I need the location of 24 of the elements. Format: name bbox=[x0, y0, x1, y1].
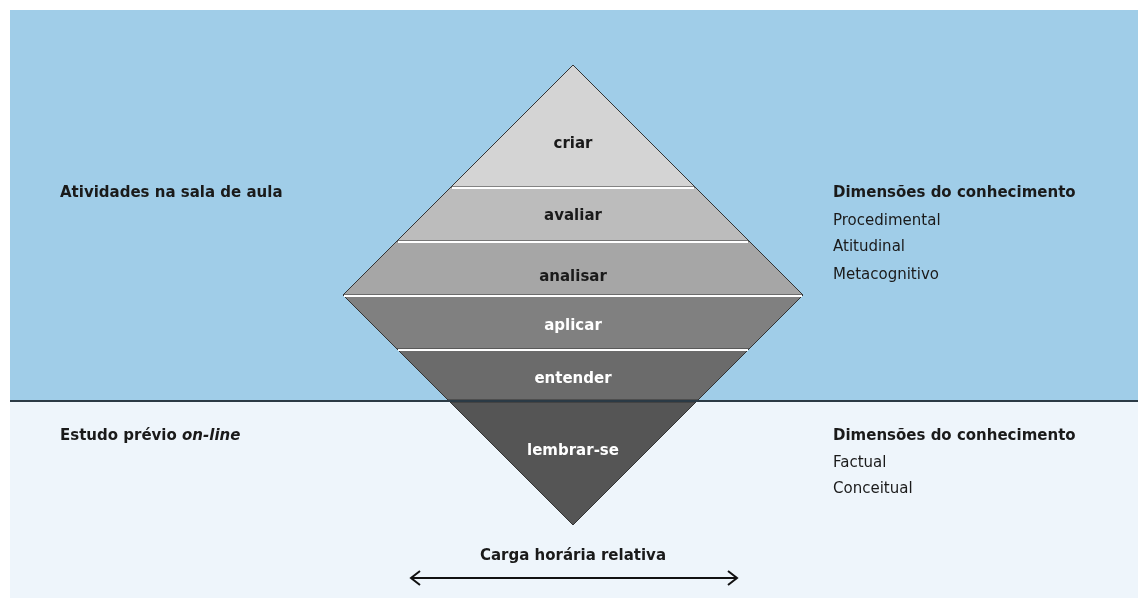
layer-label: aplicar bbox=[544, 316, 602, 334]
layer-label: criar bbox=[553, 134, 593, 152]
diamond-layer bbox=[397, 349, 749, 400]
diamond-layer bbox=[451, 65, 695, 187]
diamond-layer bbox=[450, 402, 696, 525]
dimension-heading: Dimensões do conhecimento bbox=[833, 183, 1076, 201]
diamond-layer bbox=[343, 295, 803, 349]
layer-label: entender bbox=[534, 369, 612, 387]
dimension-item: Factual bbox=[833, 453, 887, 471]
diamond-layer bbox=[397, 187, 749, 241]
band-heading: Atividades na sala de aula bbox=[60, 183, 283, 201]
axis-label: Carga horária relativa bbox=[480, 546, 666, 564]
layer-label: lembrar-se bbox=[527, 441, 619, 459]
band-heading: Estudo prévio on-line bbox=[60, 426, 241, 444]
layer-label: analisar bbox=[539, 267, 607, 285]
layer-label: avaliar bbox=[544, 206, 602, 224]
dimension-heading: Dimensões do conhecimento bbox=[833, 426, 1076, 444]
dimension-item: Atitudinal bbox=[833, 237, 905, 255]
diamond-layer bbox=[343, 241, 803, 295]
dimension-item: Procedimental bbox=[833, 211, 941, 229]
background-band bbox=[10, 10, 1138, 402]
background-band bbox=[10, 402, 1138, 598]
dimension-item: Conceitual bbox=[833, 479, 913, 497]
dimension-item: Metacognitivo bbox=[833, 265, 939, 283]
